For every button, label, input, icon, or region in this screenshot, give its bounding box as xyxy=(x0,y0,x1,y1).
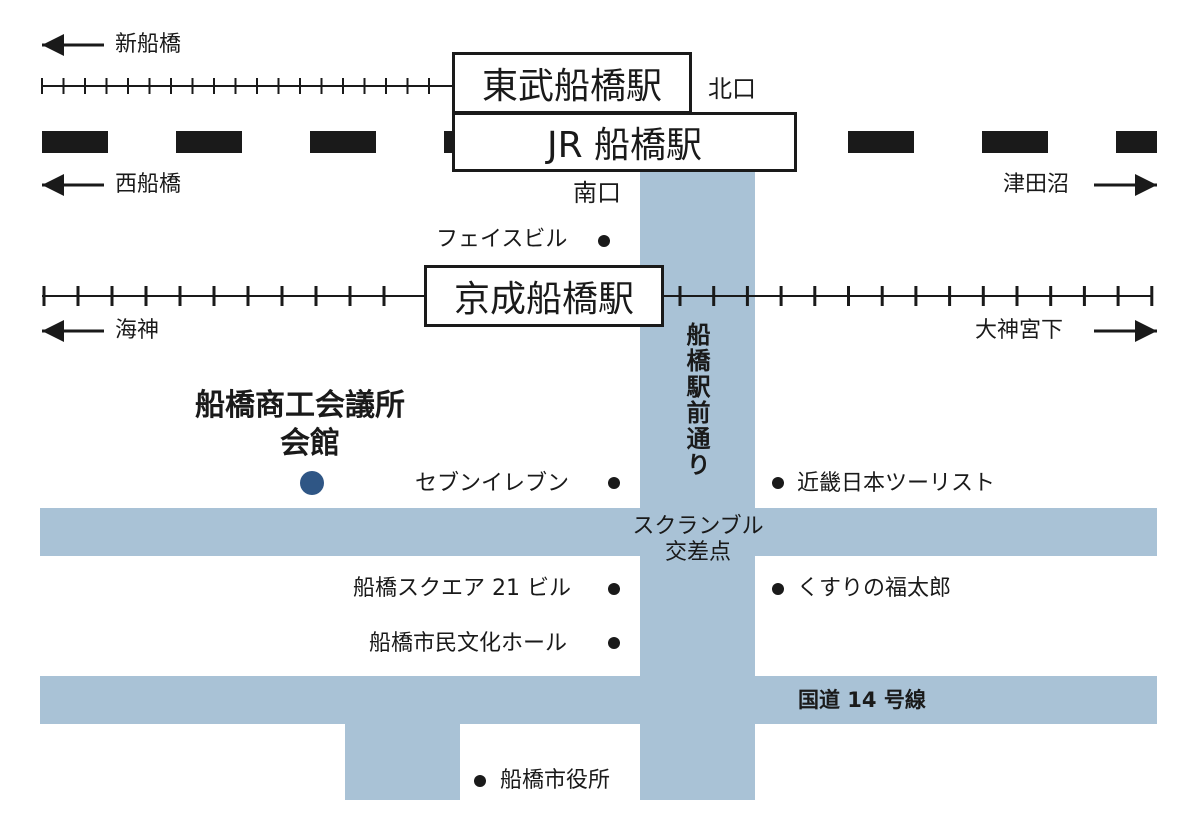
jr-west-label: 西船橋 xyxy=(115,172,182,197)
venue-marker xyxy=(300,471,324,495)
jr-station-box: JR 船橋駅 xyxy=(452,112,797,172)
venue-name-line1: 船橋商工会議所 xyxy=(195,388,405,423)
landmark-civic-cultural-hall: 船橋市民文化ホール xyxy=(369,631,568,656)
arrow-jr-west-head xyxy=(42,174,64,196)
tobu-station-box: 東武船橋駅 xyxy=(452,52,692,114)
keisei-east-label: 大神宮下 xyxy=(975,318,1064,343)
arrow-tobu-west-head xyxy=(42,34,64,56)
keisei-west-label: 海神 xyxy=(115,318,160,343)
tobu-exit-label: 北口 xyxy=(708,75,756,103)
route14-label: 国道 14 号線 xyxy=(798,688,926,712)
landmark-city-hall: 船橋市役所 xyxy=(500,768,611,793)
landmark-face-building: フェイスビル xyxy=(436,227,568,252)
keisei-station-name: 京成船橋駅 xyxy=(453,279,634,320)
jr-track-dash xyxy=(310,131,376,153)
road-crossing-street xyxy=(40,508,1157,556)
arrow-keisei-east-head xyxy=(1135,320,1157,342)
jr-line xyxy=(42,131,1157,153)
road-south-branch xyxy=(345,676,460,800)
tobu-station-name: 東武船橋駅 xyxy=(481,66,662,107)
station-avenue-label: 船橋駅前通り xyxy=(682,322,710,478)
jr-track-dash xyxy=(42,131,108,153)
direction-arrows xyxy=(42,34,1157,342)
jr-station-name: JR 船橋駅 xyxy=(546,125,703,166)
arrow-jr-east-head xyxy=(1135,174,1157,196)
landmark-kinki-nippon-tourist: 近畿日本ツーリスト xyxy=(797,471,996,496)
jr-east-label: 津田沼 xyxy=(1003,172,1070,197)
landmark-square21-building: 船橋スクエア 21 ビル xyxy=(353,576,571,601)
jr-track-dash xyxy=(848,131,914,153)
venue-name-line2: 会館 xyxy=(280,426,340,461)
landmark-kusuri-no-fukutaro: くすりの福太郎 xyxy=(797,576,952,601)
jr-exit-label: 南口 xyxy=(573,179,621,207)
jr-track-dash xyxy=(1116,131,1157,153)
road-route-14 xyxy=(40,676,1157,724)
tobu-line xyxy=(41,78,452,94)
landmark-seven-eleven: セブンイレブン xyxy=(415,471,570,496)
keisei-station-box: 京成船橋駅 xyxy=(424,265,664,327)
scramble-crossing-label: スクランブル 交差点 xyxy=(632,514,764,565)
jr-track-dash xyxy=(982,131,1048,153)
jr-track-dash xyxy=(176,131,242,153)
jr-track-dash xyxy=(444,131,452,153)
arrow-keisei-west-head xyxy=(42,320,64,342)
keisei-line xyxy=(42,286,1154,306)
tobu-west-label: 新船橋 xyxy=(115,32,182,57)
